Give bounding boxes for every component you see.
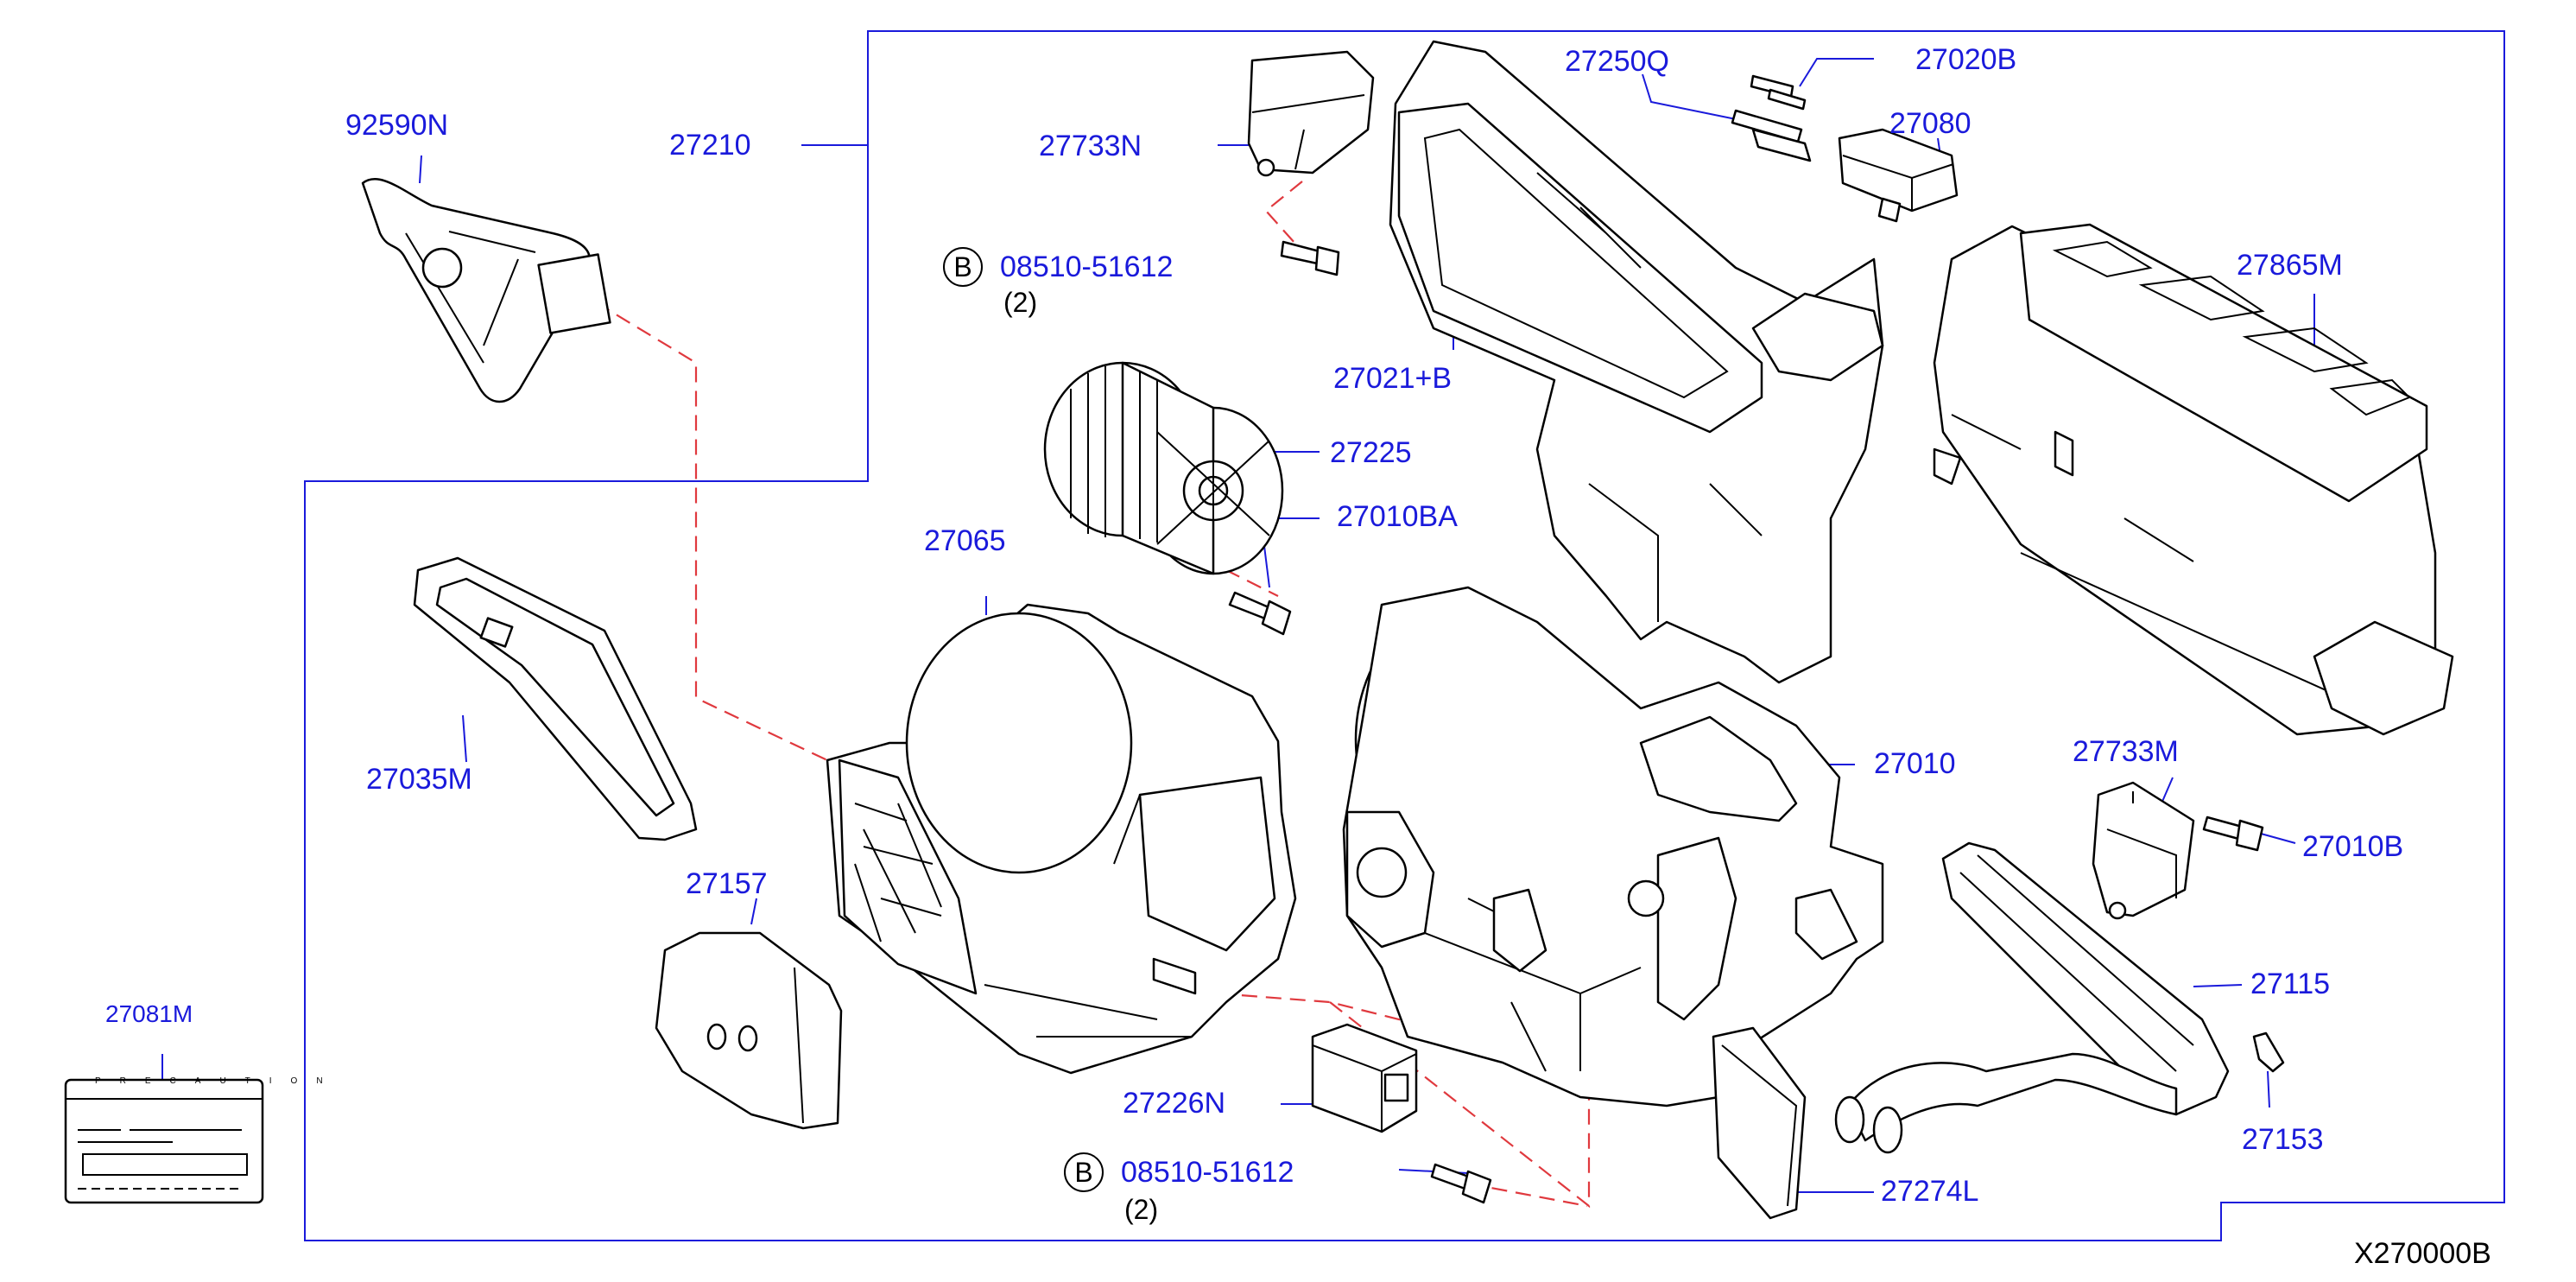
qty-lower: (2) <box>1124 1194 1159 1225</box>
filter-cover-27157 <box>655 931 843 1130</box>
diagram-code: X270000B <box>2354 1237 2491 1270</box>
actuator-27733M <box>2092 781 2195 920</box>
precaution-label-27081M <box>64 1078 264 1204</box>
bolt-upper <box>1280 240 1340 276</box>
callout-27733N: 27733N <box>1039 130 1142 162</box>
actuator-27733N <box>1247 50 1375 177</box>
clip-27020B <box>1750 74 1807 111</box>
callout-27010B: 27010B <box>2302 830 2404 863</box>
callout-27225: 27225 <box>1330 436 1412 469</box>
actuator-27080 <box>1838 128 1959 223</box>
callout-27080: 27080 <box>1889 107 1972 140</box>
resistor-27226N <box>1311 1023 1418 1133</box>
callout-27733M: 27733M <box>2073 735 2179 768</box>
callout-27210: 27210 <box>669 129 751 162</box>
b-circle-lower: B <box>1064 1152 1104 1192</box>
clip-27153 <box>2252 1031 2285 1073</box>
bolt-27010B <box>2202 816 2264 852</box>
callout-08510-51612-lower: 08510-51612 <box>1121 1156 1294 1189</box>
precaution-text: PRECAUTION <box>95 1076 342 1086</box>
blower-case-27065 <box>826 603 1297 1075</box>
b-circle-upper: B <box>943 247 983 287</box>
qty-upper: (2) <box>1003 287 1038 318</box>
callout-27153: 27153 <box>2242 1123 2324 1156</box>
bolt-27010BA <box>1228 591 1292 636</box>
air-filter-27274L <box>1712 1026 1807 1220</box>
callout-27010BA: 27010BA <box>1337 500 1458 533</box>
callout-27274L: 27274L <box>1881 1175 1979 1208</box>
seal-27250Q <box>1731 109 1812 162</box>
callout-27020B: 27020B <box>1915 43 2017 76</box>
heater-box-27010 <box>1342 586 1884 1107</box>
callout-27035M: 27035M <box>366 763 472 796</box>
callout-27021B: 27021+B <box>1333 362 1453 395</box>
callout-08510-51612-upper: 08510-51612 <box>1000 251 1174 283</box>
callout-27865M: 27865M <box>2237 249 2343 282</box>
assembly-frame <box>304 30 2505 1241</box>
heater-unit-27865M <box>1933 223 2454 736</box>
blower-fan-27225 <box>1043 361 1284 575</box>
callout-27081M: 27081M <box>105 1000 193 1027</box>
bolt-lower <box>1430 1163 1492 1204</box>
callout-27226N: 27226N <box>1123 1087 1226 1120</box>
callout-27010: 27010 <box>1874 747 1956 780</box>
callout-27250Q: 27250Q <box>1565 45 1669 78</box>
hose-92590N <box>361 177 611 403</box>
seal-frame-27035M <box>413 556 698 841</box>
callout-27115: 27115 <box>2250 968 2331 1000</box>
callout-92590N: 92590N <box>345 109 449 142</box>
heater-core-27115 <box>1834 841 2230 1154</box>
intake-housing-27021B <box>1389 40 1884 684</box>
callout-27157: 27157 <box>686 867 768 900</box>
callout-27065: 27065 <box>924 524 1006 557</box>
